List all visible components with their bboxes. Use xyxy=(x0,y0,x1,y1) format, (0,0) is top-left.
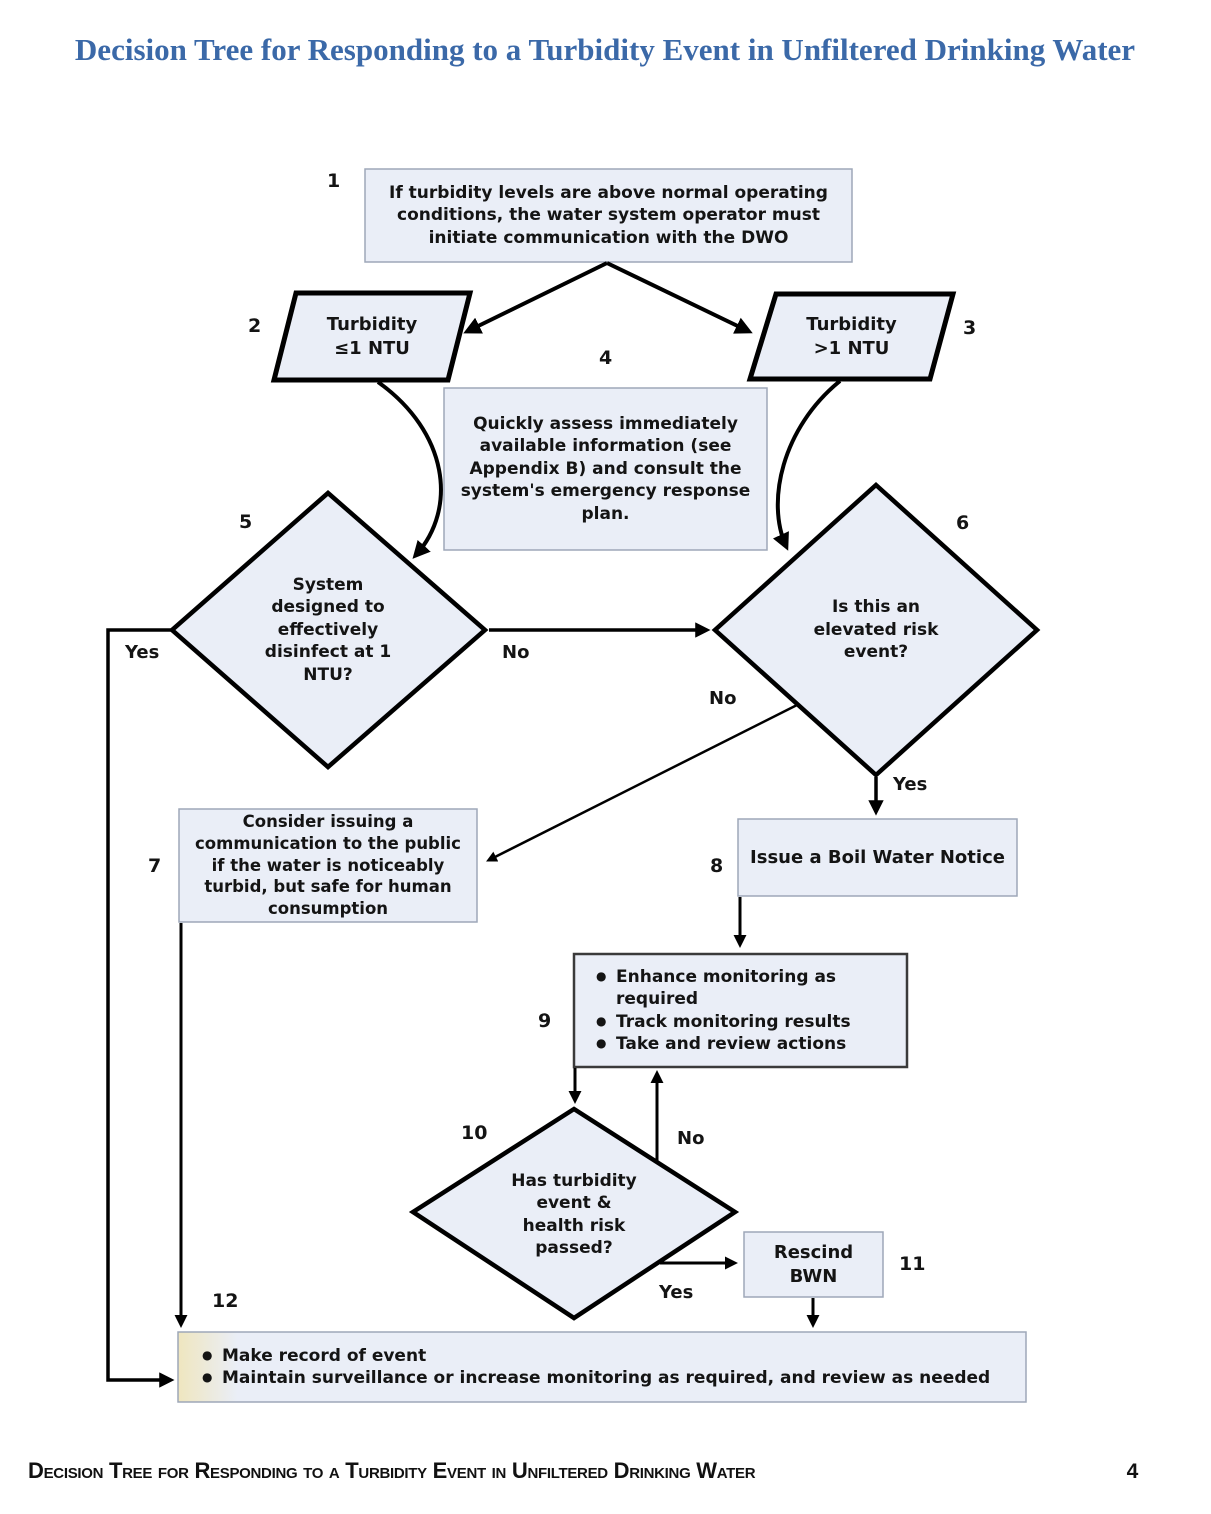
node-3-parallelogram xyxy=(746,291,957,382)
list-item: Take and review actions xyxy=(596,1033,896,1055)
list-item: Make record of event xyxy=(202,1345,990,1367)
edge-5-yes-to-12 xyxy=(106,628,175,1388)
page-footer: Decision Tree for Responding to a Turbid… xyxy=(28,1458,1138,1484)
edge-label-5-no: No xyxy=(502,642,530,663)
list-item: Maintain surveillance or increase monito… xyxy=(202,1367,990,1389)
edge-3-to-6 xyxy=(772,379,842,551)
step-number-10: 10 xyxy=(461,1122,488,1144)
edge-label-5-yes: Yes xyxy=(125,642,160,663)
node-3-text: Turbidity >1 NTU xyxy=(806,313,897,359)
edge-label-6-no: No xyxy=(709,688,737,709)
node-12-text: Make record of event Maintain surveillan… xyxy=(192,1332,1012,1402)
step-number-3: 3 xyxy=(963,317,977,339)
node-8-text: Issue a Boil Water Notice xyxy=(750,846,1005,868)
node-2-text: Turbidity ≤1 NTU xyxy=(326,313,418,359)
node-7-rectangle xyxy=(178,808,478,923)
edge-label-6-yes: Yes xyxy=(893,774,928,795)
node-1-rectangle xyxy=(364,168,853,263)
step-number-1: 1 xyxy=(327,170,341,192)
step-number-11: 11 xyxy=(899,1253,926,1275)
node-11-text: Rescind BWN xyxy=(773,1241,854,1287)
node-6-text: Is this an elevated risk event? xyxy=(813,597,939,663)
node-9-text: Enhance monitoring as required Track mon… xyxy=(586,954,896,1067)
edge-label-10-yes: Yes xyxy=(659,1282,694,1303)
step-number-7: 7 xyxy=(148,855,162,877)
step-number-12: 12 xyxy=(212,1290,239,1312)
node-5-diamond xyxy=(168,490,489,770)
page-number: 4 xyxy=(1126,1460,1139,1483)
edge-2-to-5 xyxy=(376,380,443,559)
edge-1-to-2 xyxy=(463,261,608,334)
footer-title: Decision Tree for Responding to a Turbid… xyxy=(28,1458,756,1483)
edge-6-no-to-7 xyxy=(486,702,800,862)
node-4-rectangle xyxy=(443,387,768,551)
node-1-text: If turbidity levels are above normal ope… xyxy=(389,182,828,248)
node-10-diamond xyxy=(408,1106,740,1321)
node-2-parallelogram xyxy=(270,290,474,383)
node-10-text: Has turbidity event & health risk passed… xyxy=(511,1170,637,1258)
step-number-2: 2 xyxy=(248,315,262,337)
step-number-8: 8 xyxy=(710,855,724,877)
edge-label-10-no: No xyxy=(677,1128,705,1149)
step-number-4: 4 xyxy=(599,347,613,369)
step-number-9: 9 xyxy=(538,1010,552,1032)
edge-1-to-3 xyxy=(606,261,753,334)
list-item: Enhance monitoring as required xyxy=(596,966,896,1010)
node-8-rectangle xyxy=(737,818,1018,897)
node-11-rectangle xyxy=(743,1231,884,1298)
node-5-text: System designed to effectively disinfect… xyxy=(264,574,392,685)
list-item: Track monitoring results xyxy=(596,1011,896,1033)
node-4-text: Quickly assess immediately available inf… xyxy=(460,413,751,524)
step-number-5: 5 xyxy=(239,511,253,533)
step-number-6: 6 xyxy=(956,512,970,534)
page-title: Decision Tree for Responding to a Turbid… xyxy=(74,32,1136,67)
node-7-text: Consider issuing a communication to the … xyxy=(195,812,461,919)
node-6-diamond xyxy=(711,481,1041,779)
